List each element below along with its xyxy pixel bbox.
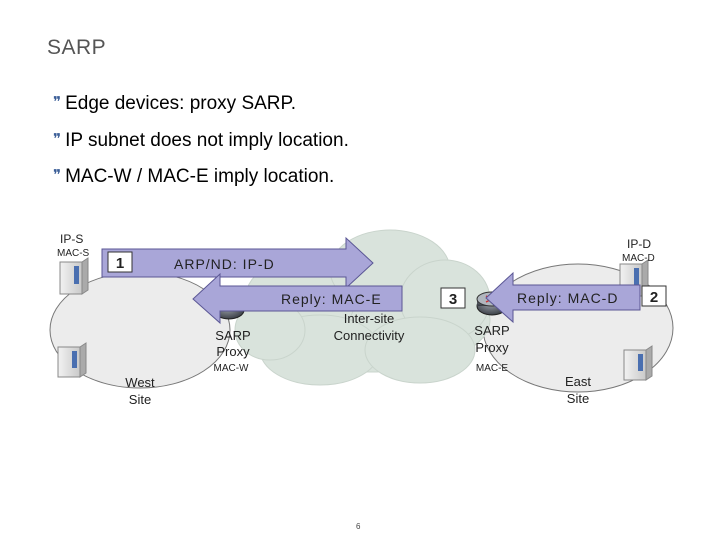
west-site-label-line1: West [125,375,155,390]
bullet-marker-icon: ❞ [53,131,62,148]
proxy-e-line1: SARP [474,323,509,338]
right-arrow-icon [101,236,374,290]
cloud-label-line1: Inter-site [344,311,395,326]
arrow-reply-d-label: Reply: MAC-D [517,290,618,306]
proxy-w-line1: SARP [215,328,250,343]
step-3-box [440,287,466,309]
slide-title: SARP [47,36,107,59]
step-3-label: 3 [449,291,457,308]
step-2-box [641,285,667,307]
bullet-marker-icon: ❞ [53,94,62,111]
host-d-mac: MAC-D [622,253,655,264]
host-s-ip: IP-S [60,232,83,246]
host-s-mac: MAC-S [57,248,90,259]
step-1-label: 1 [116,255,124,272]
east-site-label-line1: East [565,374,591,389]
east-site-label-line2: Site [567,391,589,406]
proxy-w-mac: MAC-W [214,363,250,374]
bullet-mac-location: ❞MAC-W / MAC-E imply location. [53,166,334,188]
host-d-ip: IP-D [627,237,651,251]
arrow-request-label: ARP/ND: IP-D [174,256,275,272]
step-2-label: 2 [650,289,658,306]
page-number: 6 [356,522,361,531]
step-1-box [107,251,133,273]
proxy-e-mac: MAC-E [476,363,509,374]
server-icon [57,342,87,378]
left-arrow-icon [192,272,403,325]
bullet-text: MAC-W / MAC-E imply location. [65,166,335,187]
arrow-reply-e-label: Reply: MAC-E [281,291,382,307]
bullet-text: IP subnet does not imply location. [65,130,349,151]
server-icon [59,257,89,295]
bullet-edge-devices: ❞Edge devices: proxy SARP. [53,93,296,115]
west-site-label-line2: Site [129,392,151,407]
proxy-e-line2: Proxy [475,340,509,355]
cloud-label-line2: Connectivity [334,328,405,343]
proxy-w-line2: Proxy [216,344,250,359]
bullet-marker-icon: ❞ [53,167,62,184]
left-arrow-icon [485,271,641,324]
bullet-text: Edge devices: proxy SARP. [65,93,297,114]
server-icon [623,345,653,381]
bullet-ip-subnet: ❞IP subnet does not imply location. [53,130,349,152]
